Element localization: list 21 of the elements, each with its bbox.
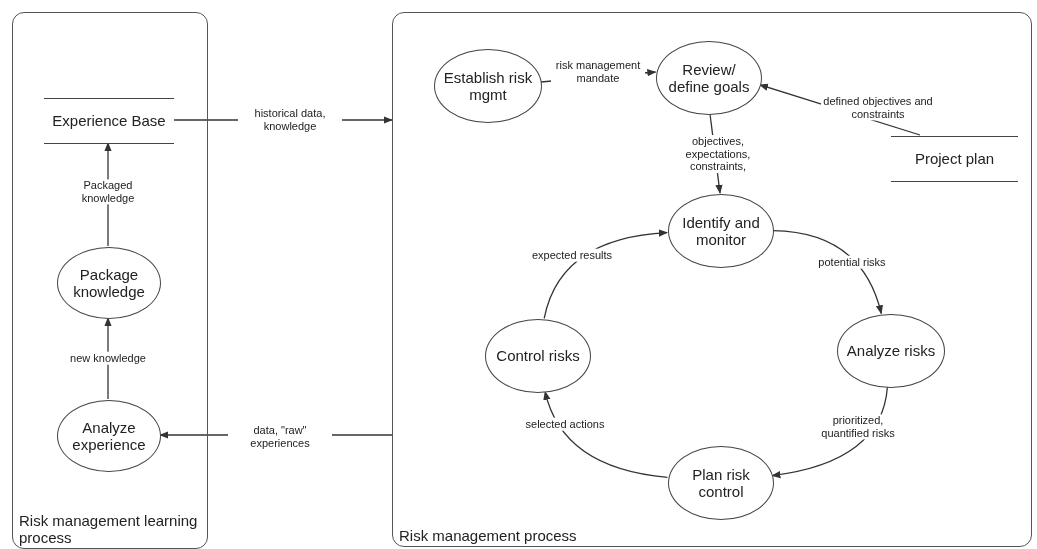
edge-label: historical data, knowledge xyxy=(238,107,342,133)
process-bubble: Control risks xyxy=(485,319,591,393)
process-bubble: Establish risk mgmt xyxy=(434,49,542,123)
process-bubble: Plan risk control xyxy=(668,446,774,520)
panel-title: Risk management process xyxy=(399,527,577,544)
process-bubble: Analyze experience xyxy=(57,400,161,472)
edge-label: risk management mandate xyxy=(551,59,645,85)
edge-label: selected actions xyxy=(523,417,607,431)
process-bubble: Review/ define goals xyxy=(656,41,762,115)
process-bubble: Package knowledge xyxy=(57,247,161,319)
edge-label: data, "raw" experiences xyxy=(228,424,332,450)
data-store: Experience Base xyxy=(44,98,174,144)
data-store: Project plan xyxy=(891,136,1018,182)
edge-label: new knowledge xyxy=(68,351,148,365)
process-bubble: Analyze risks xyxy=(837,314,945,388)
arrow xyxy=(772,230,883,315)
panel-title: Risk management learning process xyxy=(19,513,199,546)
edge-label: expected results xyxy=(529,248,615,262)
edge-label: defined objectives and constraints xyxy=(821,95,935,121)
process-bubble: Identify and monitor xyxy=(668,194,774,268)
edge-label: potential risks xyxy=(816,255,888,269)
